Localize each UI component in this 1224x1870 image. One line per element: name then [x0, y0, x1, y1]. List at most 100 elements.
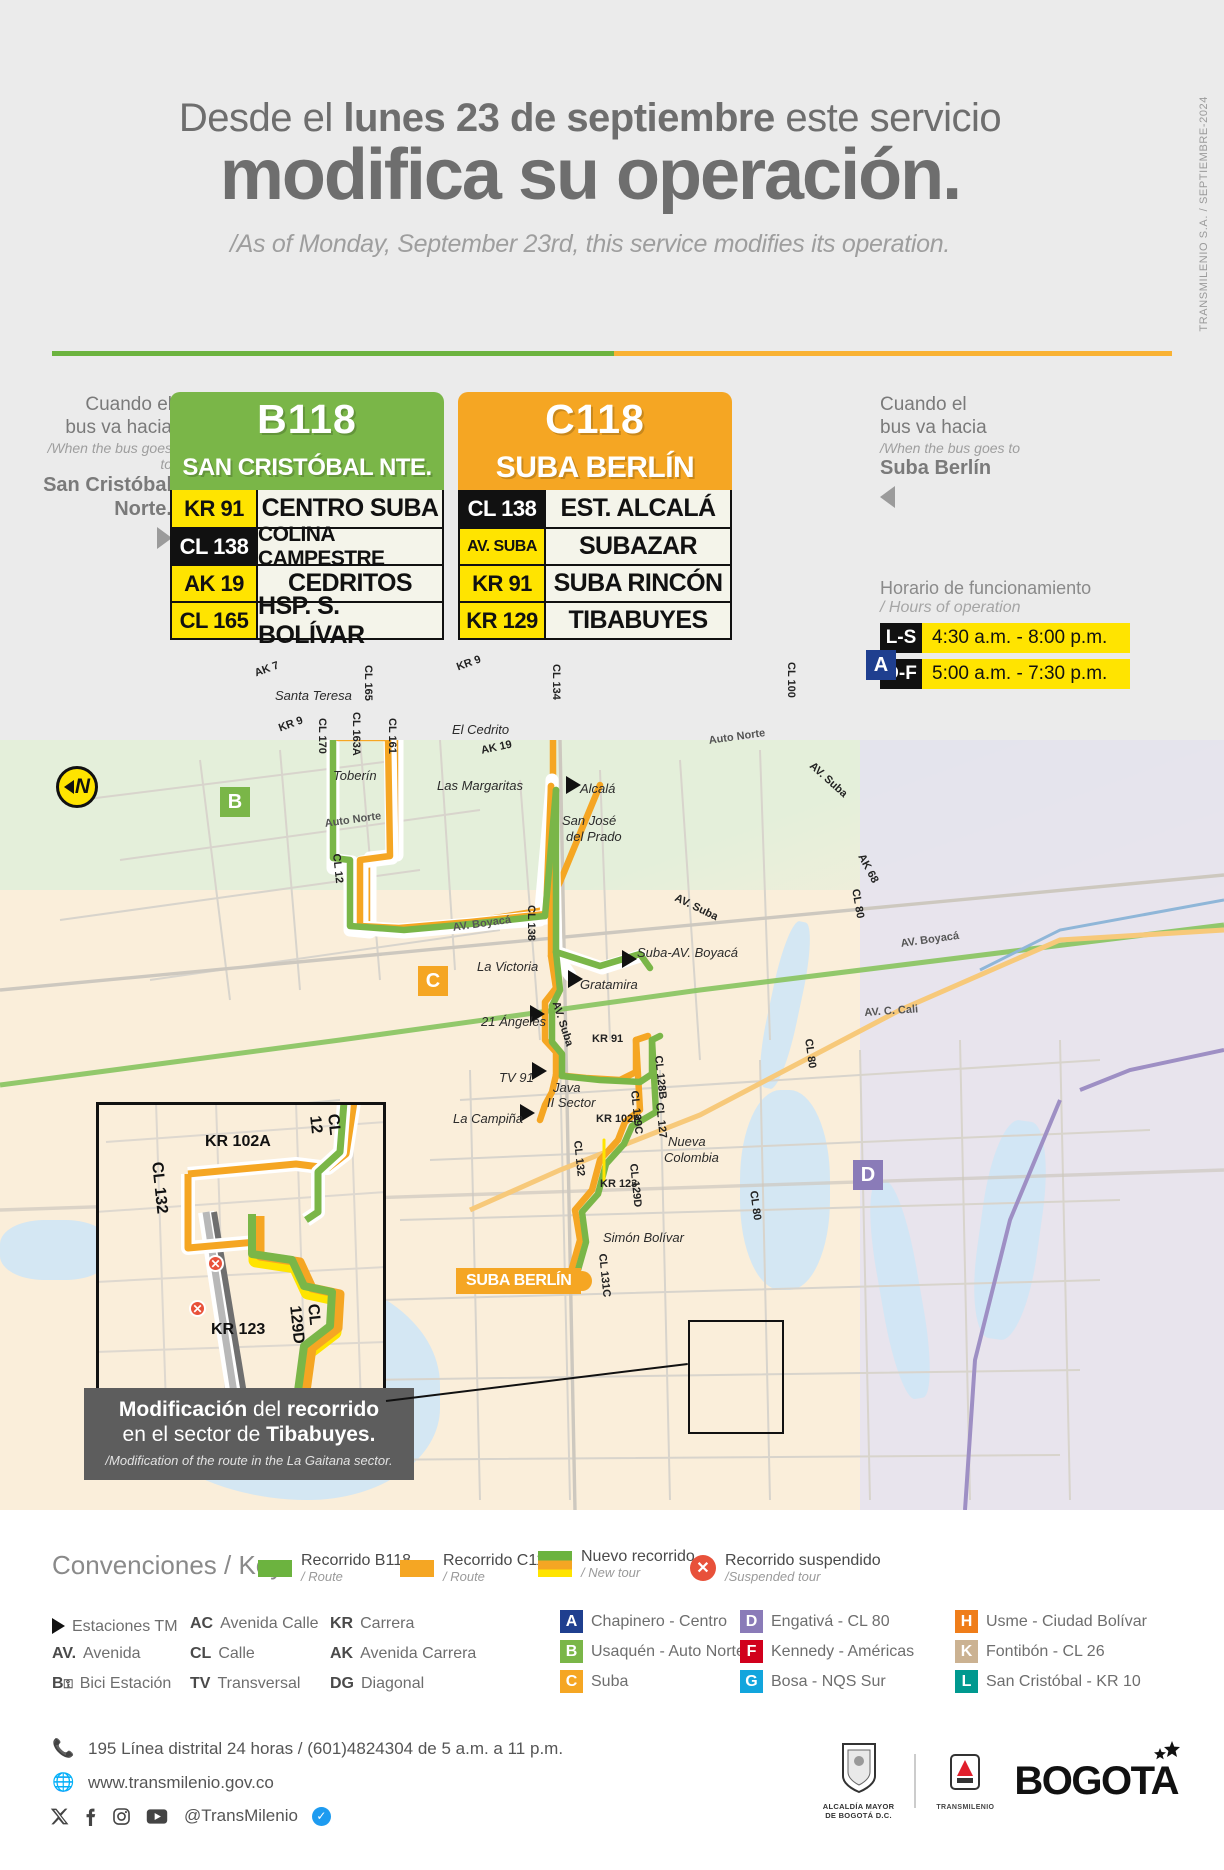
- x-twitter-icon[interactable]: [50, 1807, 69, 1826]
- legend-abbr-cl: CL Calle: [190, 1645, 255, 1663]
- legend-zone-c: C Suba: [560, 1670, 628, 1693]
- youtube-icon[interactable]: [146, 1808, 168, 1825]
- alcaldia-caption: ALCALDÍA MAYOR DE BOGOTÁ D.C.: [823, 1802, 895, 1821]
- stop-name: TIBABUYES: [544, 603, 730, 638]
- hours-of-operation: Horario de funcionamiento / Hours of ope…: [880, 578, 1130, 690]
- legend-zone-label: San Cristóbal - KR 10: [986, 1672, 1141, 1690]
- inset-street-label: CL 12: [306, 1113, 344, 1136]
- route-card-b118[interactable]: B118 SAN CRISTÓBAL NTE. KR 91 CENTRO SUB…: [170, 392, 444, 649]
- legend-abbr-label: Transversal: [217, 1675, 301, 1692]
- swatch-new-route-icon: [538, 1551, 572, 1578]
- stop-code: AK 19: [172, 566, 256, 601]
- legend-abbr-label: Calle: [218, 1645, 255, 1662]
- alcaldia-shield-icon: [841, 1743, 876, 1794]
- inset-graphics: [99, 1105, 383, 1403]
- route-b118-stop-list: KR 91 CENTRO SUBA CL 138 COLINA CAMPESTR…: [170, 490, 444, 649]
- note-left-line2: bus va hacia: [65, 416, 172, 438]
- instagram-icon[interactable]: [112, 1807, 131, 1826]
- route-b118-destination: SAN CRISTÓBAL NTE.: [170, 446, 444, 490]
- zone-square-icon: H: [955, 1610, 978, 1633]
- route-b118-destination-text: SAN CRISTÓBAL NTE.: [182, 454, 432, 481]
- legend-abbr-code: TV: [190, 1675, 211, 1692]
- header-section: TRANSMILENIO S.A. / SEPTIEMBRE-2024 Desd…: [0, 0, 1224, 740]
- route-map[interactable]: SAN CRISTÓBAL NORTE SUBA BERLÍN: [0, 740, 1224, 1510]
- stop-code: KR 91: [460, 566, 544, 601]
- hours-row: L-S 4:30 a.m. - 8:00 p.m.: [880, 623, 1130, 654]
- arrow-right-icon: [157, 527, 172, 550]
- map-zone-badge-c: C: [418, 966, 448, 996]
- legend-title-es: Convenciones: [52, 1550, 217, 1580]
- zone-square-icon: C: [560, 1670, 583, 1693]
- transmilenio-caption: TRANSMILENIO: [936, 1803, 995, 1811]
- inset-caption: Modificación del recorrido en el sector …: [84, 1388, 414, 1480]
- legend-zone-h: H Usme - Ciudad Bolívar: [955, 1610, 1147, 1633]
- route-b118-code-plate: B118: [219, 392, 395, 446]
- legend-key-new: Nuevo recorrido / New tour: [538, 1548, 695, 1580]
- verified-badge-icon: ✓: [311, 1806, 331, 1826]
- legend-abbr-code: AC: [190, 1615, 214, 1632]
- table-row: AK 19 CEDRITOS: [172, 564, 442, 601]
- legend-key-c118-en: / Route: [443, 1568, 485, 1584]
- legend-abbr-estaciones: Estaciones TM: [52, 1615, 178, 1636]
- hours-days: L-S: [880, 623, 922, 654]
- social-icons[interactable]: [50, 1807, 168, 1826]
- station-marker: [622, 950, 637, 968]
- footer-web-row[interactable]: 🌐 www.transmilenio.gov.co: [52, 1772, 274, 1793]
- bike-icon: ⚿: [63, 1677, 73, 1691]
- credit-text: TRANSMILENIO S.A. / SEPTIEMBRE-2024: [1198, 96, 1210, 332]
- note-right-en: /When the bus goes to: [880, 439, 1021, 456]
- legend-abbr-bici: B⚿ Bici Estación: [52, 1675, 171, 1693]
- legend-key-b118-text: Recorrido B118 / Route: [301, 1552, 411, 1584]
- facebook-icon[interactable]: [84, 1807, 97, 1826]
- legend-zone-label: Suba: [591, 1672, 629, 1690]
- divider-green: [52, 351, 614, 356]
- suspended-route-icon: ✕: [690, 1555, 716, 1582]
- phone-icon: 📞: [52, 1738, 75, 1758]
- inset-area-box: [688, 1320, 784, 1434]
- route-card-c118[interactable]: C118 SUBA BERLÍN CL 138 EST. ALCALÁ AV. …: [458, 392, 732, 640]
- hours-title: Horario de funcionamiento / Hours of ope…: [880, 578, 1130, 617]
- table-row: CL 138 COLINA CAMPESTRE: [172, 523, 442, 570]
- table-row: AV. SUBA SUBAZAR: [460, 527, 730, 564]
- hours-time: 4:30 a.m. - 8:00 p.m.: [922, 623, 1130, 654]
- stop-code: CL 165: [172, 603, 256, 638]
- footer-web-text[interactable]: www.transmilenio.gov.co: [88, 1772, 274, 1792]
- map-zone-badge-d: D: [853, 1160, 883, 1190]
- map-inset-tibabuyes[interactable]: KR 102A CL 12 CL 132 KR 123 CL 129D ✕ ✕: [96, 1102, 386, 1406]
- legend-zone-label: Bosa - NQS Sur: [771, 1672, 886, 1690]
- legend-abbr-code: AV.: [52, 1645, 77, 1662]
- zone-square-icon: D: [740, 1610, 763, 1633]
- legend-zone-label: Usme - Ciudad Bolívar: [986, 1612, 1147, 1630]
- legend-key-suspended-text: Recorrido suspendido /Suspended tour: [725, 1552, 881, 1584]
- zone-square-icon: B: [560, 1640, 583, 1663]
- legend-key-c118: Recorrido C118 / Route: [400, 1552, 554, 1584]
- station-marker: [568, 970, 583, 988]
- inset-caption-line3: /Modification of the route in the La Gai…: [105, 1452, 393, 1468]
- hours-title-es: Horario de funcionamiento: [880, 578, 1092, 598]
- title-line-1: Desde el lunes 23 de septiembre este ser…: [178, 96, 1002, 140]
- footer-social-row[interactable]: @TransMilenio ✓: [50, 1806, 331, 1826]
- legend-abbr-avenida: AV. Avenida: [52, 1645, 141, 1663]
- stop-name: SUBAZAR: [544, 529, 730, 564]
- swatch-amber-icon: [400, 1559, 434, 1577]
- swatch-green-icon: [258, 1559, 292, 1577]
- bogota-stars-icon: [1154, 1740, 1180, 1760]
- map-zone-badge-b: B: [220, 787, 250, 817]
- legend-abbr-code: B⚿: [52, 1675, 73, 1693]
- map-routes-detail: [326, 740, 664, 1274]
- stop-code: CL 138: [172, 529, 256, 564]
- suspended-route-icon: ✕: [189, 1300, 206, 1317]
- legend-abbr-label: Avenida: [83, 1645, 141, 1662]
- note-left-en: /When the bus goes to: [47, 439, 172, 473]
- divider-amber: [614, 351, 1172, 356]
- alcaldia-logo: ALCALDÍA MAYOR DE BOGOTÁ D.C.: [823, 1742, 895, 1821]
- transmilenio-logo: TRANSMILENIO: [936, 1752, 994, 1811]
- direction-note-left: Cuando el bus va hacia /When the bus goe…: [40, 394, 172, 550]
- stop-code: KR 91: [172, 490, 256, 527]
- stop-name: SUBA RINCÓN: [544, 566, 730, 601]
- zone-square-icon: K: [955, 1640, 978, 1663]
